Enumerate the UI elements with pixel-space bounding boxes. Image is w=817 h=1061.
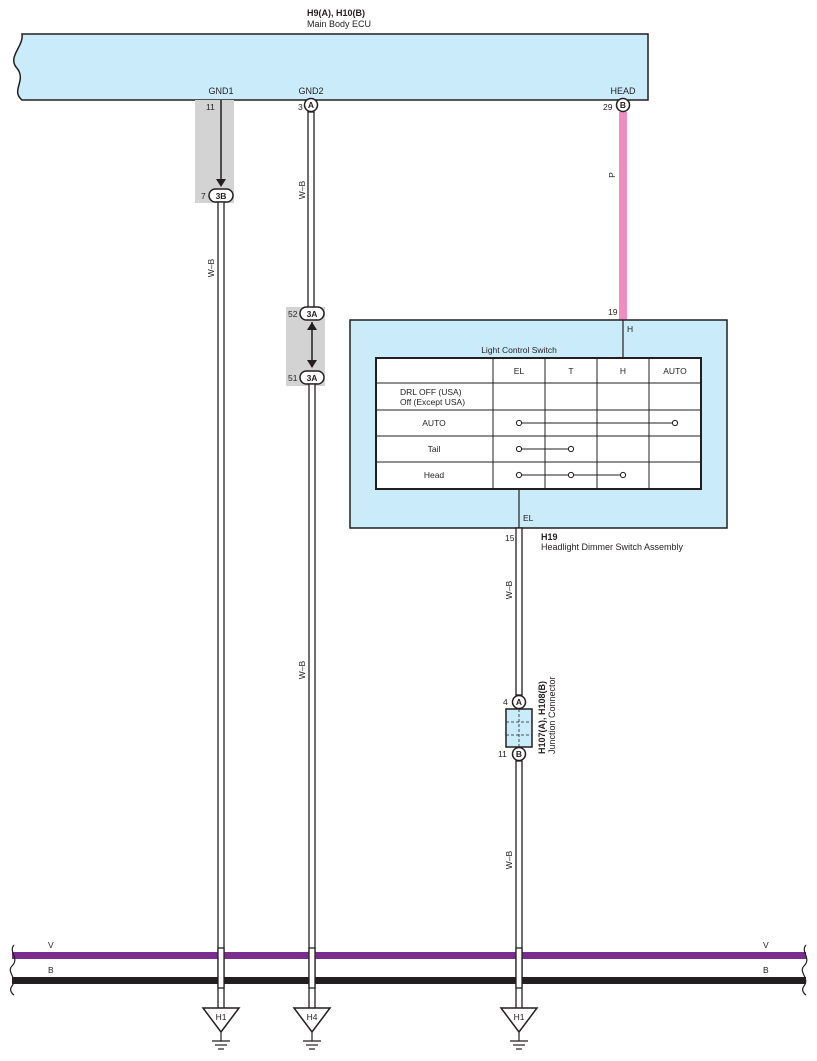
pin-number-gnd1: 11 bbox=[206, 102, 215, 112]
terminal-el-label: EL bbox=[523, 513, 534, 523]
bus-v-label-left: V bbox=[48, 940, 54, 950]
wire-gnd2-upper bbox=[307, 111, 315, 310]
continuity-head bbox=[515, 471, 627, 479]
terminal-h-label: H bbox=[627, 324, 633, 334]
row-label-drl-off: DRL OFF (USA) bbox=[400, 387, 462, 397]
junction-3b-label: 3B bbox=[216, 191, 227, 201]
bus-b bbox=[12, 977, 806, 984]
junction-connector-b-label: B bbox=[516, 749, 522, 759]
connector-a-label: A bbox=[308, 100, 314, 110]
ground-label-h1: H1 bbox=[514, 1012, 525, 1022]
wire-gnd1-color: W–B bbox=[206, 258, 216, 277]
wire-head bbox=[619, 112, 627, 320]
row-label-tail: Tail bbox=[428, 444, 441, 454]
switch-pin-el: 15 bbox=[505, 533, 515, 543]
switch-table-title: Light Control Switch bbox=[481, 345, 557, 355]
row-label-head: Head bbox=[424, 470, 445, 480]
junction-3a-bottom-pin: 51 bbox=[288, 373, 298, 383]
continuity-auto bbox=[515, 419, 679, 427]
wire-el-lower-color: W–B bbox=[504, 850, 514, 869]
column-el: EL bbox=[514, 366, 525, 376]
column-h: H bbox=[620, 366, 626, 376]
junction-3b-pin: 7 bbox=[201, 191, 206, 201]
ground-icon bbox=[499, 1007, 539, 1050]
switch-pin-h: 19 bbox=[608, 307, 618, 317]
continuity-tail bbox=[515, 445, 575, 453]
junction-block-shade bbox=[195, 100, 234, 203]
arrow-up-icon bbox=[307, 322, 317, 330]
wire-gnd2-lower bbox=[308, 383, 316, 1011]
junction-3a-top-connector bbox=[299, 306, 325, 321]
junction-3a-top-label: 3A bbox=[307, 309, 318, 319]
row-label-off: Off (Except USA) bbox=[400, 397, 465, 407]
column-t: T bbox=[568, 366, 573, 376]
switch-name: Headlight Dimmer Switch Assembly bbox=[541, 542, 684, 552]
wire-gnd2-lower-color: W–B bbox=[297, 660, 307, 679]
arrow-icon bbox=[216, 179, 226, 187]
bus-b-label-right: B bbox=[763, 965, 769, 975]
wire-gnd2-color: W–B bbox=[297, 180, 307, 199]
bus-break-right bbox=[801, 944, 808, 996]
ground-label-h1: H1 bbox=[216, 1012, 227, 1022]
pin-name-head: HEAD bbox=[610, 86, 636, 96]
bus-break-left bbox=[9, 944, 16, 996]
wire-head-color: P bbox=[607, 172, 617, 178]
row-label-auto: AUTO bbox=[422, 418, 446, 428]
junction-connector-pin-top: 4 bbox=[503, 697, 508, 707]
ecu-connector-label: H9(A), H10(B) bbox=[307, 8, 365, 18]
junction-3a-bottom-label: 3A bbox=[307, 373, 318, 383]
junction-connector-pin-bottom: 11 bbox=[498, 749, 507, 759]
pin-number-gnd2: 3 bbox=[298, 102, 303, 112]
wire-el-upper bbox=[515, 527, 523, 696]
pin-number-head: 29 bbox=[603, 102, 613, 112]
bus-v-label-right: V bbox=[763, 940, 769, 950]
junction-connector-a-label: A bbox=[516, 697, 522, 707]
junction-connector-name: Junction Connector bbox=[547, 676, 557, 754]
bus-v bbox=[12, 952, 806, 959]
ecu-name: Main Body ECU bbox=[307, 19, 371, 29]
pin-name-gnd2: GND2 bbox=[298, 86, 323, 96]
ground-icon bbox=[201, 1007, 241, 1050]
pin-name-gnd1: GND1 bbox=[208, 86, 233, 96]
arrow-down-icon bbox=[307, 360, 317, 368]
wire-el-color: W–B bbox=[504, 580, 514, 599]
connector-b-circle bbox=[615, 97, 631, 113]
ground-icon bbox=[292, 1007, 332, 1050]
junction-connector-code: H107(A), H108(B) bbox=[537, 681, 547, 754]
ecu-body bbox=[13, 33, 649, 101]
connector-b-label: B bbox=[620, 100, 626, 110]
ground-label-h4: H4 bbox=[307, 1012, 318, 1022]
bus-b-label-left: B bbox=[48, 965, 54, 975]
wire-gnd1 bbox=[217, 201, 225, 1011]
switch-code: H19 bbox=[541, 532, 558, 542]
column-auto: AUTO bbox=[663, 366, 687, 376]
connector-a-circle bbox=[303, 97, 319, 113]
junction-3a-top-pin: 52 bbox=[288, 309, 298, 319]
